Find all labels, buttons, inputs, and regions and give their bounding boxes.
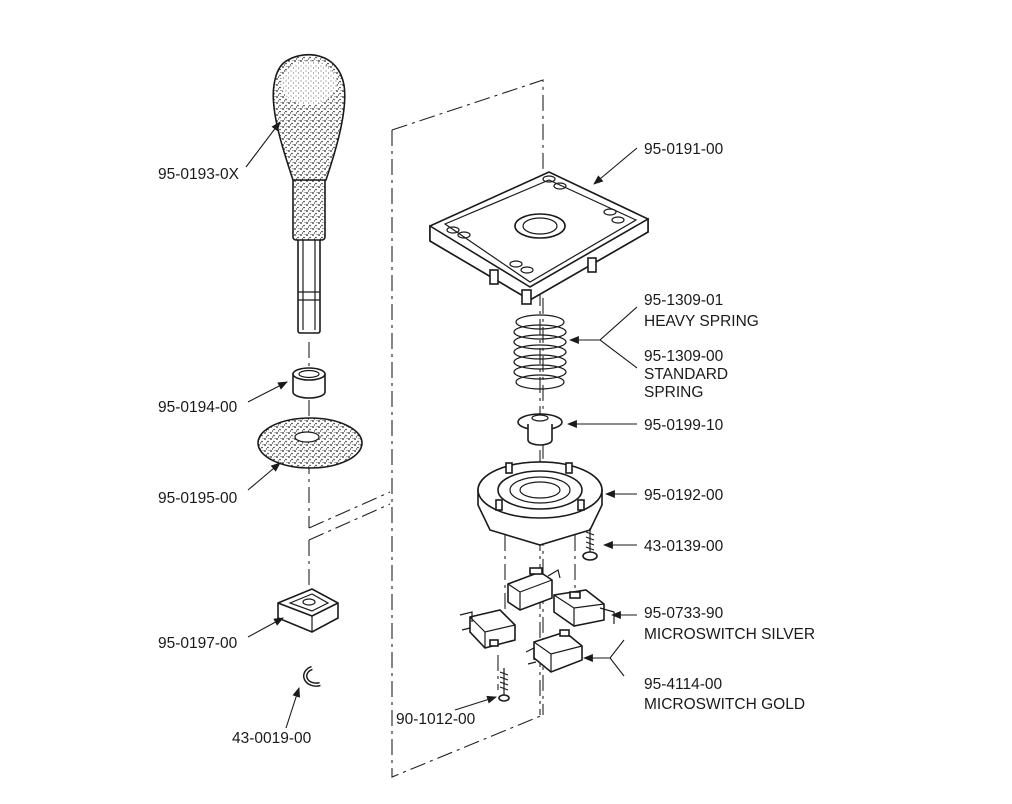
leader-lines <box>245 121 638 729</box>
microswitch-4-drawing <box>525 629 583 673</box>
label-95-0197-00: 95-0197-00 <box>158 635 238 652</box>
spring-drawing <box>513 314 567 390</box>
label-95-0194-00: 95-0194-00 <box>158 399 238 416</box>
part-labels: 95-0193-0X 95-0194-00 95-0195-00 95-0197… <box>158 141 815 747</box>
bushing-drawing <box>292 367 326 399</box>
joystick-handle-drawing <box>272 53 346 334</box>
e-clip-drawing <box>302 665 321 687</box>
label-heavy-spring: HEAVY SPRING <box>644 313 759 330</box>
label-43-0019-00: 43-0019-00 <box>232 730 312 747</box>
label-95-4114-00: 95-4114-00 <box>644 676 723 693</box>
microswitch-1-drawing <box>507 567 561 611</box>
label-95-0733-90: 95-0733-90 <box>644 605 724 622</box>
label-microswitch-gold: MICROSWITCH GOLD <box>644 696 805 713</box>
base-drawing <box>477 461 603 546</box>
base-screw-drawing <box>582 528 598 561</box>
dust-washer-drawing <box>257 417 363 469</box>
label-43-0139-00: 43-0139-00 <box>644 538 724 555</box>
label-95-1309-01: 95-1309-01 <box>644 292 723 309</box>
switch-screw-drawing <box>498 668 510 702</box>
label-95-0193-0X: 95-0193-0X <box>158 166 240 183</box>
top-plate-drawing <box>429 171 649 305</box>
label-95-0195-00: 95-0195-00 <box>158 490 238 507</box>
label-95-0191-00: 95-0191-00 <box>644 141 724 158</box>
label-standard: STANDARD <box>644 366 728 383</box>
label-spring: SPRING <box>644 384 703 401</box>
pivot-drawing <box>517 413 563 446</box>
actuator-drawing <box>277 588 339 633</box>
label-95-1309-00: 95-1309-00 <box>644 348 724 365</box>
label-90-1012-00: 90-1012-00 <box>396 711 476 728</box>
label-microswitch-silver: MICROSWITCH SILVER <box>644 626 815 643</box>
microswitch-2-drawing <box>553 589 615 627</box>
microswitch-3-drawing <box>459 609 516 649</box>
label-95-0192-00: 95-0192-00 <box>644 487 724 504</box>
label-95-0199-10: 95-0199-10 <box>644 417 724 434</box>
